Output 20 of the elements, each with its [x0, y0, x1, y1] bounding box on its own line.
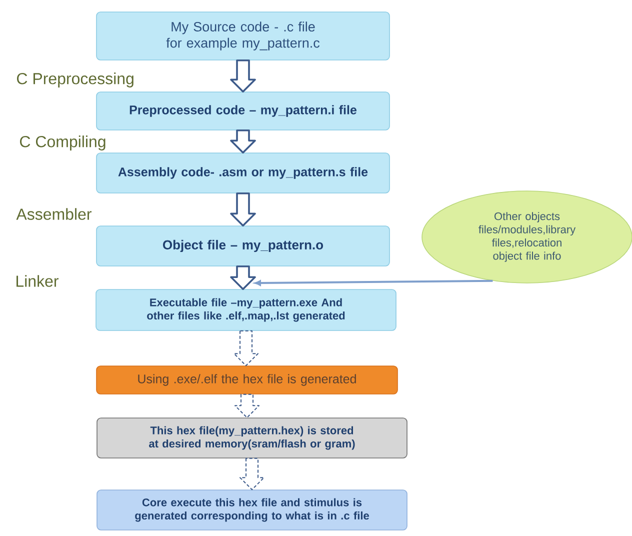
hollow-arrow: [234, 330, 258, 366]
process-box: Object file – my_pattern.o: [96, 226, 390, 266]
arrow: [254, 280, 493, 286]
hollow-arrow: [234, 394, 260, 418]
hollow-arrow: [230, 60, 256, 92]
hollow-arrow: [240, 458, 264, 490]
hollow-arrow: [230, 192, 256, 226]
step-label: Assembler: [16, 208, 92, 220]
hollow-arrow: [230, 266, 256, 290]
step-label: C Preprocessing: [17, 72, 134, 88]
process-box: Core execute this hex file and stimulus is generated corresponding to what is in .c file: [96, 490, 408, 530]
process-box: Using .exe/.elf the hex file is generated: [96, 366, 398, 394]
process-box: This hex file(my_pattern.hex) is stored at desired memory(sram/flash or gram): [96, 418, 408, 458]
step-label: Linker: [16, 275, 58, 287]
step-label: C Compiling: [20, 136, 106, 150]
process-box: Preprocessed code – my_pattern.i file: [96, 92, 390, 130]
process-box: Assembly code- .asm or my_pattern.s file: [96, 152, 390, 194]
hollow-arrow: [230, 130, 256, 154]
process-box: My Source code - .c file for example my_pattern.c: [96, 12, 390, 60]
process-box: Executable file –my_pattern.exe And other files like .elf,.map,.lst generated: [96, 289, 396, 331]
